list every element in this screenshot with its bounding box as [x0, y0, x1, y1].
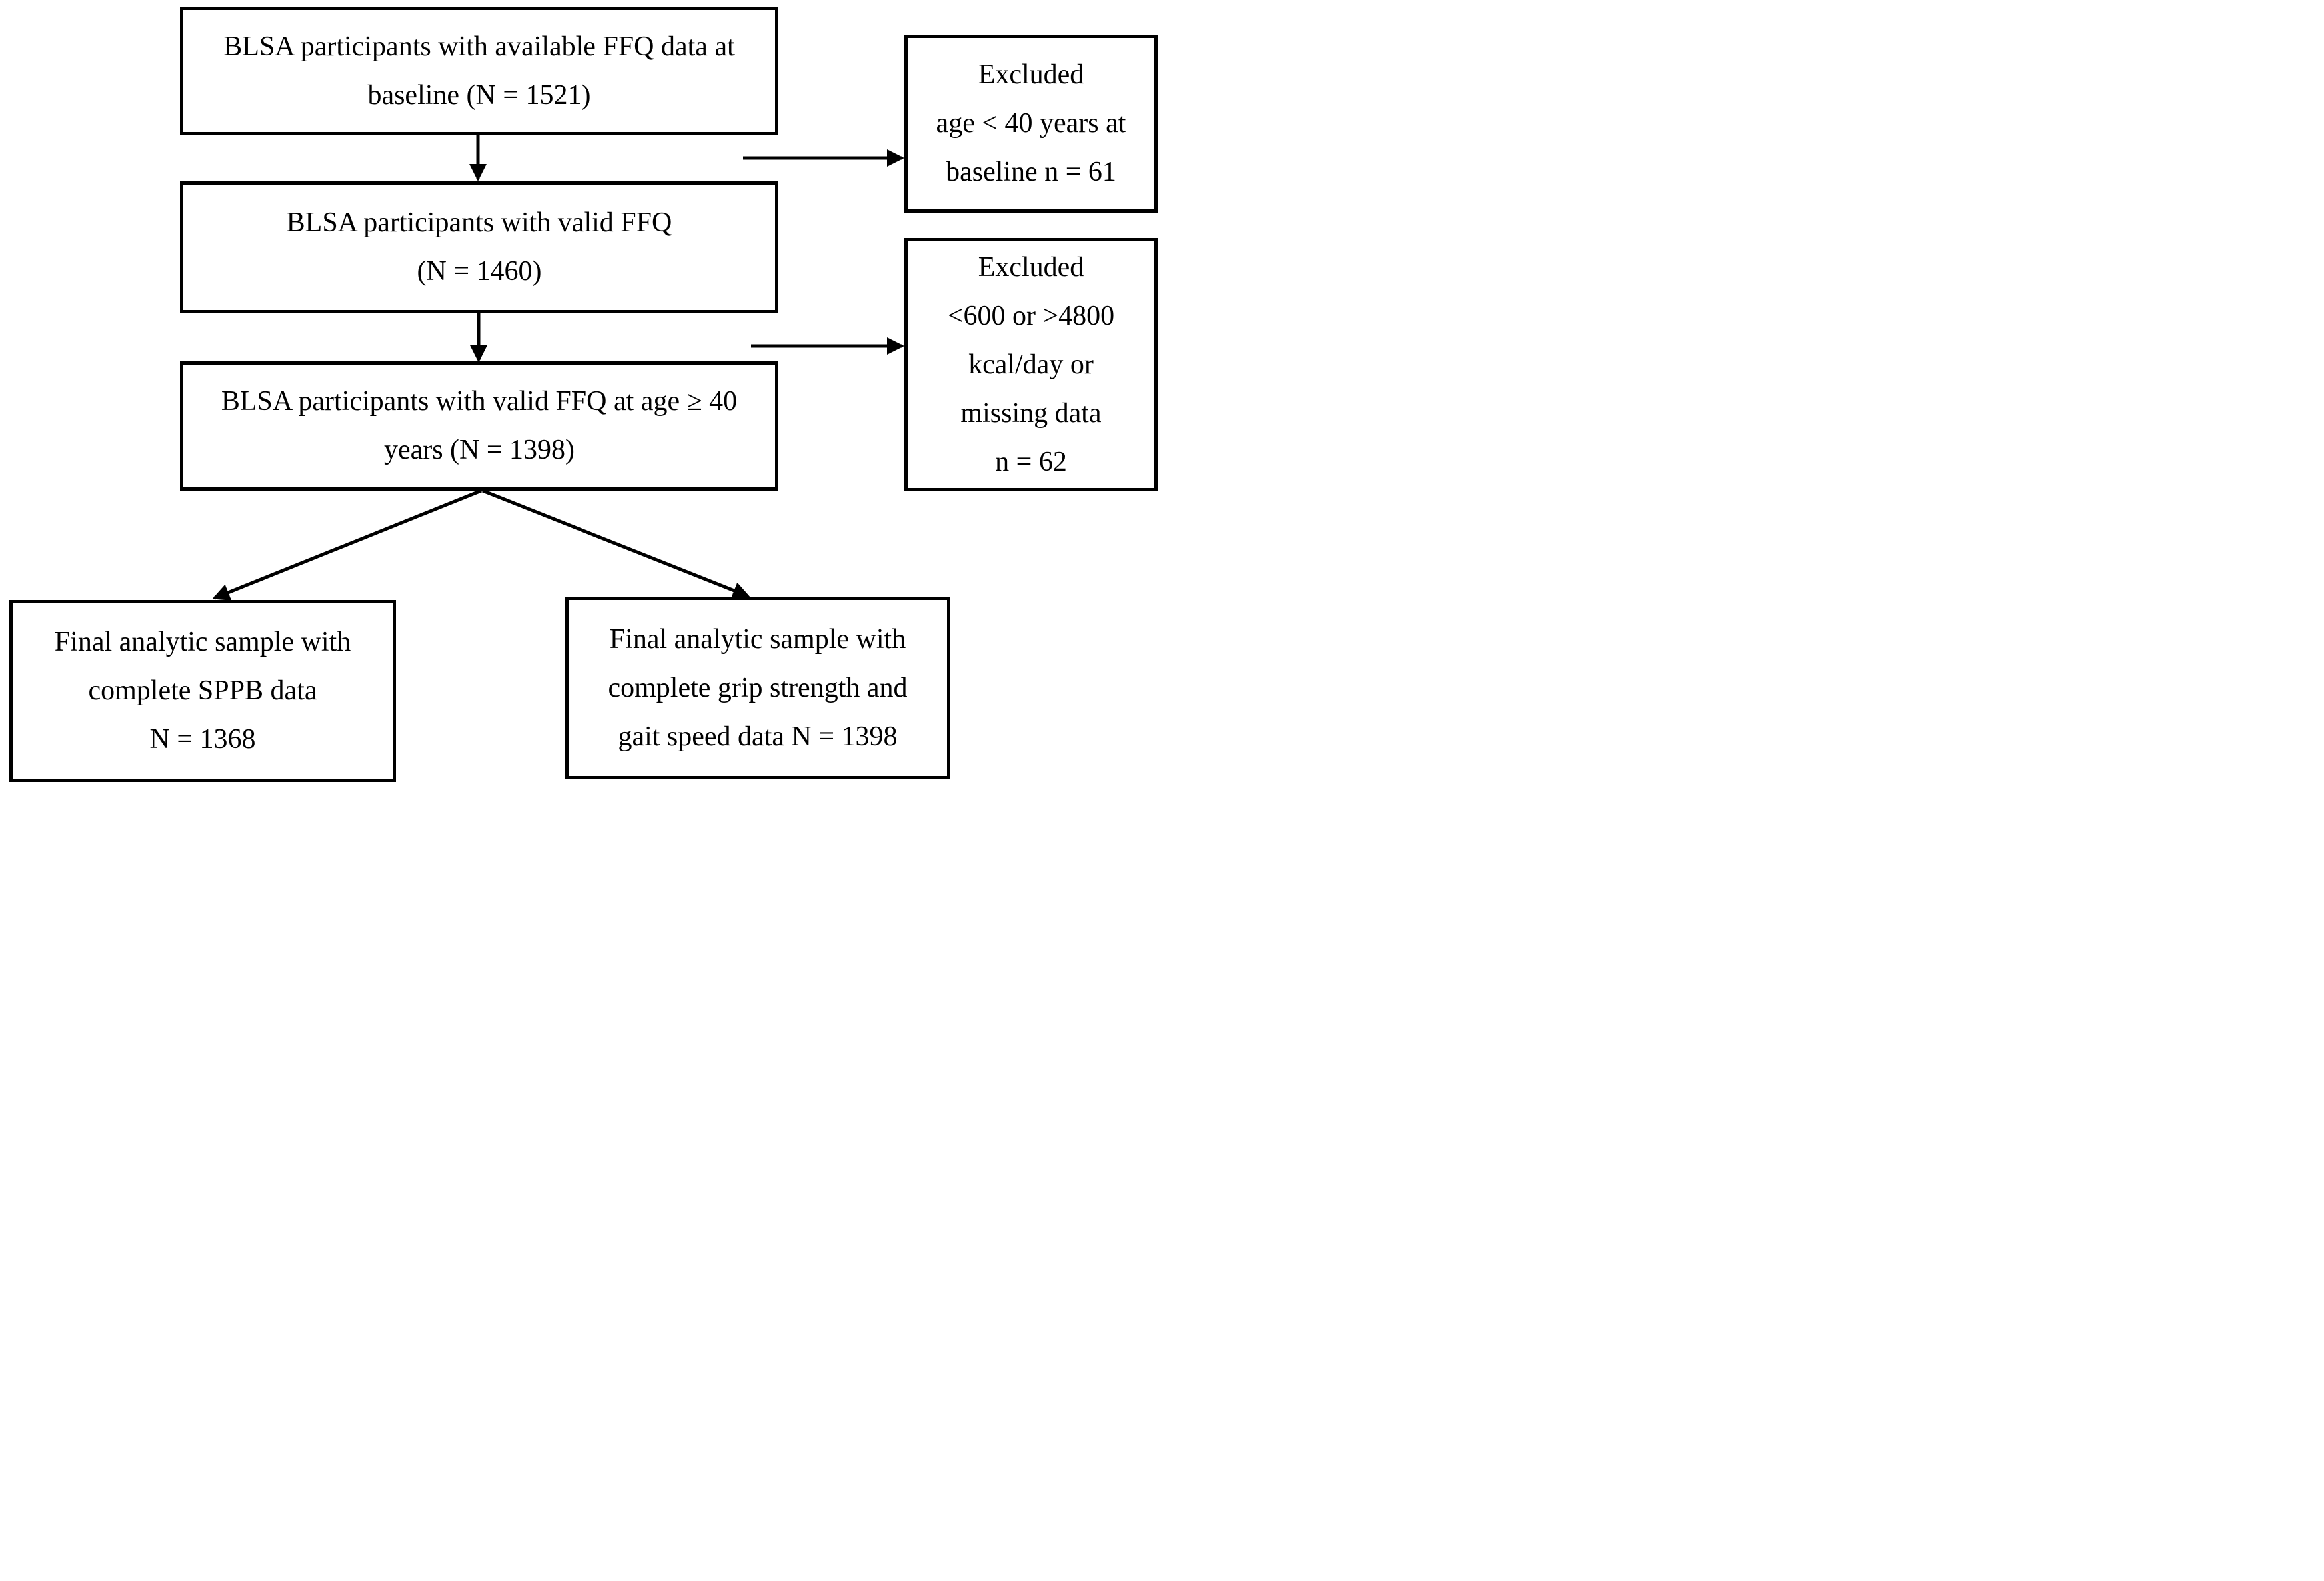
box-excluded-kcal-line-1: Excluded — [978, 251, 1084, 283]
box-final-sppb-line-1: Final analytic sample with — [54, 627, 351, 657]
box-final-grip-gait: Final analytic sample with complete grip… — [565, 597, 950, 779]
box-excluded-kcal-line-4: missing data — [960, 397, 1102, 429]
box-final-sppb-line-3: N = 1368 — [149, 724, 256, 755]
box-excluded-age: Excluded age < 40 years at baseline n = … — [904, 35, 1158, 213]
box-baseline-line-2: baseline (N = 1521) — [367, 79, 591, 111]
box-final-sppb: Final analytic sample with complete SPPB… — [9, 600, 396, 782]
box-final-grip-gait-line-2: complete grip strength and — [608, 672, 908, 703]
box-excluded-kcal-line-3: kcal/day or — [968, 349, 1094, 380]
box-final-grip-gait-line-3: gait speed data N = 1398 — [618, 721, 898, 752]
box-excluded-kcal-line-5: n = 62 — [995, 446, 1067, 477]
box-baseline-line-1: BLSA participants with available FFQ dat… — [223, 31, 735, 62]
box-valid-ffq-line-1: BLSA participants with valid FFQ — [286, 207, 672, 238]
box-excluded-age-line-1: Excluded — [978, 59, 1084, 90]
box-final-grip-gait-line-1: Final analytic sample with — [609, 623, 906, 655]
connector-arrows — [212, 133, 904, 601]
arrow-age40-to-final-grip-gait — [482, 489, 750, 599]
box-excluded-kcal-line-2: <600 or >4800 — [947, 300, 1115, 331]
box-valid-ffq: BLSA participants with valid FFQ (N = 14… — [180, 181, 778, 313]
arrow-age40-to-final-sppb — [212, 489, 482, 601]
box-valid-ffq-age40: BLSA participants with valid FFQ at age … — [180, 361, 778, 491]
box-final-sppb-line-2: complete SPPB data — [88, 675, 317, 706]
box-excluded-age-line-2: age < 40 years at — [936, 108, 1126, 139]
box-baseline: BLSA participants with available FFQ dat… — [180, 7, 778, 135]
box-valid-ffq-line-2: (N = 1460) — [417, 256, 542, 287]
box-valid-ffq-age40-line-2: years (N = 1398) — [383, 435, 575, 465]
box-excluded-kcal: Excluded <600 or >4800 kcal/day or missi… — [904, 238, 1158, 491]
box-excluded-age-line-3: baseline n = 61 — [946, 157, 1116, 187]
participant-flow-diagram: BLSA participants with available FFQ dat… — [0, 0, 1162, 790]
box-valid-ffq-age40-line-1: BLSA participants with valid FFQ at age … — [221, 386, 738, 417]
